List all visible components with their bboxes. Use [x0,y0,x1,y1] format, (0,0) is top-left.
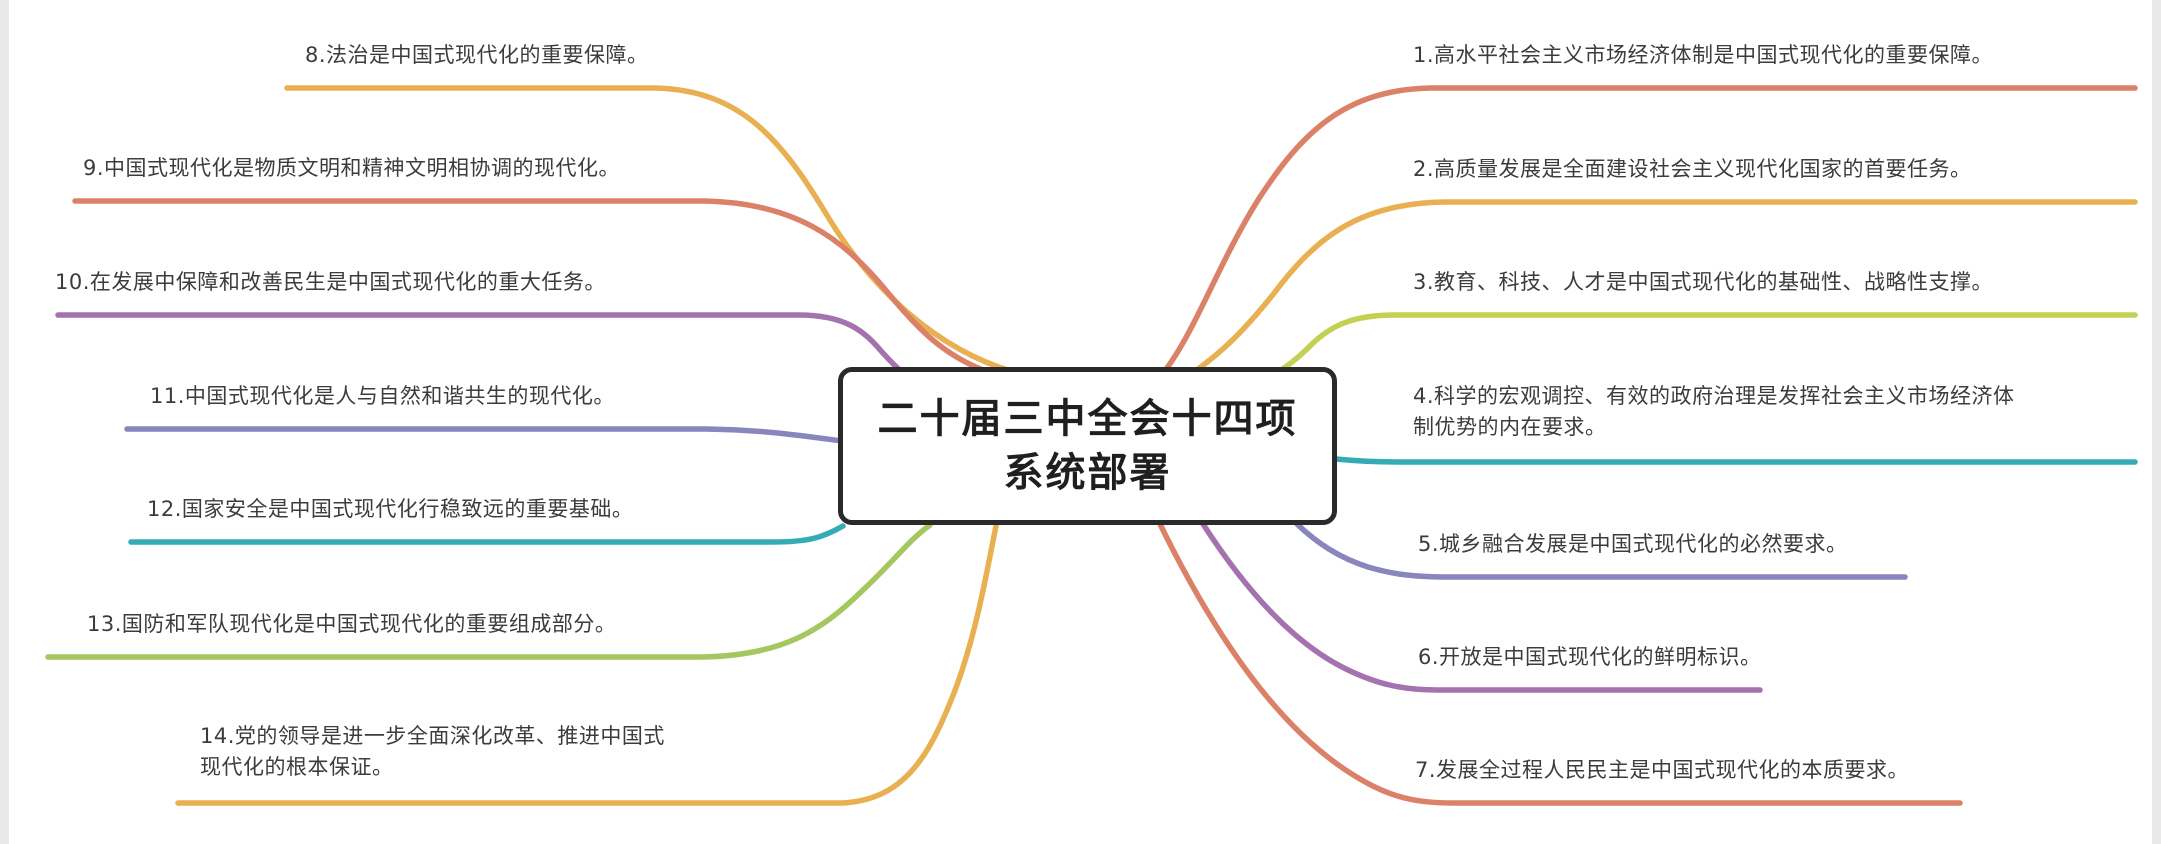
central-topic-title-line2: 系统部署 [1003,450,1172,496]
branch-1-connector [1161,85,2138,375]
branch-6-connector [1200,521,1763,693]
branch-10-connector [55,312,906,376]
branch-1-label[interactable]: 1.高水平社会主义市场经济体制是中国式现代化的重要保障。 [1413,43,1994,67]
left-edge-strip [0,0,9,844]
branch-5-connector [1294,521,1908,580]
branch-11-connector [124,426,845,444]
branch-10-label[interactable]: 10.在发展中保障和改善民生是中国式现代化的重大任务。 [55,270,606,294]
branch-8-connector [284,85,1017,375]
branch-13-label[interactable]: 13.国防和军队现代化是中国式现代化的重要组成部分。 [87,612,617,636]
central-topic-title-line1: 二十届三中全会十四项 [877,396,1298,442]
branch-6-label[interactable]: 6.开放是中国式现代化的鲜明标识。 [1418,645,1762,669]
branch-9-label[interactable]: 9.中国式现代化是物质文明和精神文明相协调的现代化。 [83,156,621,180]
branch-11-label[interactable]: 11.中国式现代化是人与自然和谐共生的现代化。 [150,384,615,408]
branch-7-connector [1157,521,1963,806]
branch-8-label[interactable]: 8.法治是中国式现代化的重要保障。 [305,43,649,67]
branch-4-label[interactable]: 4.科学的宏观调控、有效的政府治理是发挥社会主义市场经济体制优势的内在要求。 [1413,384,2015,439]
branch-12-label[interactable]: 12.国家安全是中国式现代化行稳致远的重要基础。 [147,497,634,521]
branch-4-connector [1333,456,2138,465]
branch-13-connector [45,522,933,660]
central-topic-node[interactable]: 二十届三中全会十四项 系统部署 [838,367,1337,525]
branch-14-label[interactable]: 14.党的领导是进一步全面深化改革、推进中国式现代化的根本保证。 [200,724,665,779]
branch-14-connector [175,523,999,806]
branch-7-label[interactable]: 7.发展全过程人民民主是中国式现代化的本质要求。 [1415,758,1910,782]
branch-12-connector [128,523,846,545]
branch-3-label[interactable]: 3.教育、科技、人才是中国式现代化的基础性、战略性支撑。 [1413,270,1994,294]
branch-2-connector [1191,199,2138,375]
branch-9-connector [72,198,991,375]
branch-3-connector [1275,312,2138,375]
branch-5-label[interactable]: 5.城乡融合发展是中国式现代化的必然要求。 [1418,532,1848,556]
right-edge-strip [2152,0,2161,844]
branch-2-label[interactable]: 2.高质量发展是全面建设社会主义现代化国家的首要任务。 [1413,157,1972,181]
